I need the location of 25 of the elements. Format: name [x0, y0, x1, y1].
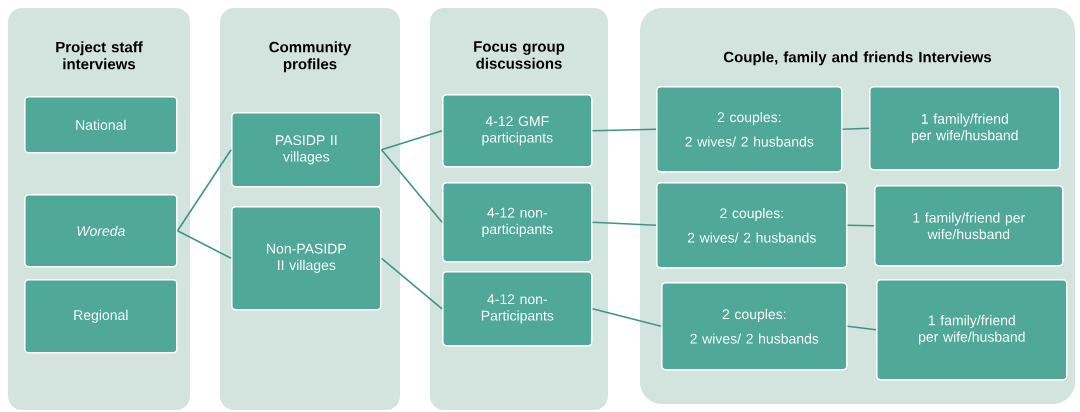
connector-line: [846, 224, 875, 227]
process-box: 4-12 GMF participants: [442, 94, 593, 168]
connector-line: [841, 127, 870, 131]
connector-line: [380, 130, 443, 151]
process-box: 4-12 non-Participants: [442, 271, 593, 347]
process-box: 2 couples: 2 wives/ 2 husbands: [656, 86, 843, 173]
connector-line: [591, 308, 662, 328]
process-box: 2 couples: 2 wives/ 2 husbands: [656, 182, 848, 269]
process-box: 2 couples: 2 wives/ 2 husbands: [661, 282, 848, 371]
connector-line: [591, 128, 657, 132]
process-box: 1 family/friend per wife/husband: [874, 185, 1064, 267]
process-box: Regional: [24, 279, 178, 354]
connector-line: [380, 257, 443, 310]
process-box: National: [24, 96, 178, 154]
connector-line: [176, 230, 232, 260]
process-box: Woreda: [24, 194, 178, 268]
connector-line: [591, 221, 657, 227]
process-box: 1 family/friend per wife/husband: [876, 279, 1068, 381]
process-box: PASIDP II villages: [231, 112, 382, 188]
connector-line: [380, 149, 443, 224]
connector-line: [176, 149, 232, 232]
process-box: 1 family/friend per wife/husband: [869, 86, 1061, 171]
process-box: Non-PASIDP II villages: [231, 206, 382, 311]
process-box: 4-12 non-participants: [442, 182, 593, 263]
connector-line: [846, 325, 877, 331]
